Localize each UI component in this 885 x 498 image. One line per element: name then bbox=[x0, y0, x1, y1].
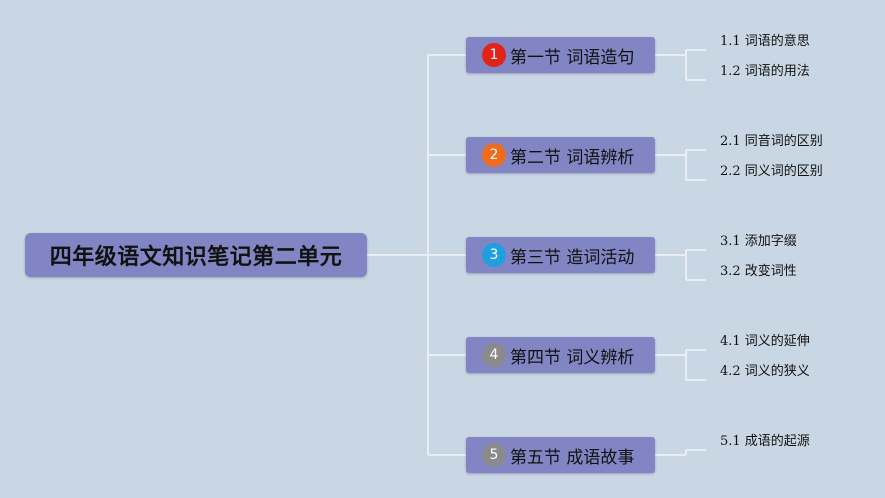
root-title: 四年级语文知识笔记第二单元 bbox=[49, 245, 343, 270]
number-badge-icon: 4 bbox=[482, 343, 506, 367]
number-badge-icon: 1 bbox=[482, 43, 506, 67]
subtopic-item[interactable]: 1.1 词语的意思 bbox=[720, 34, 810, 49]
section-label: 第五节 成语故事 bbox=[510, 447, 635, 468]
root-topic[interactable]: 四年级语文知识笔记第二单元 bbox=[25, 233, 367, 277]
section-label: 第二节 词语辨析 bbox=[510, 147, 635, 168]
section-label: 第四节 词义辨析 bbox=[510, 347, 635, 368]
section-label: 第三节 造词活动 bbox=[510, 247, 635, 268]
number-badge-icon: 5 bbox=[482, 443, 506, 467]
subtopic-item[interactable]: 2.1 同音词的区别 bbox=[720, 134, 823, 149]
subtopic-item[interactable]: 1.2 词语的用法 bbox=[720, 64, 810, 79]
subtopic-item[interactable]: 5.1 成语的起源 bbox=[720, 434, 810, 449]
subtopic-item[interactable]: 2.2 同义词的区别 bbox=[720, 164, 823, 179]
number-badge-icon: 2 bbox=[482, 143, 506, 167]
subtopic-item[interactable]: 4.2 词义的狭义 bbox=[720, 364, 810, 379]
number-badge-icon: 3 bbox=[482, 243, 506, 267]
section-label: 第一节 词语造句 bbox=[510, 47, 635, 68]
subtopic-item[interactable]: 3.2 改变词性 bbox=[720, 264, 797, 279]
subtopic-item[interactable]: 4.1 词义的延伸 bbox=[720, 334, 810, 349]
subtopic-item[interactable]: 3.1 添加字缀 bbox=[720, 234, 797, 249]
